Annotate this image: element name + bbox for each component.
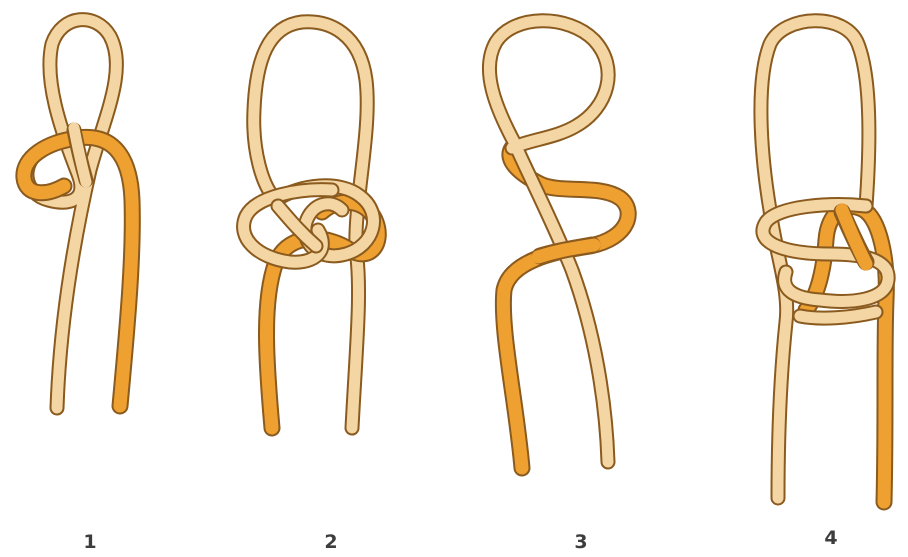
step-number-1: 1	[83, 531, 96, 553]
step-number-4: 4	[824, 527, 837, 549]
step-number-2: 2	[324, 531, 337, 553]
step-number-3: 3	[574, 531, 587, 553]
